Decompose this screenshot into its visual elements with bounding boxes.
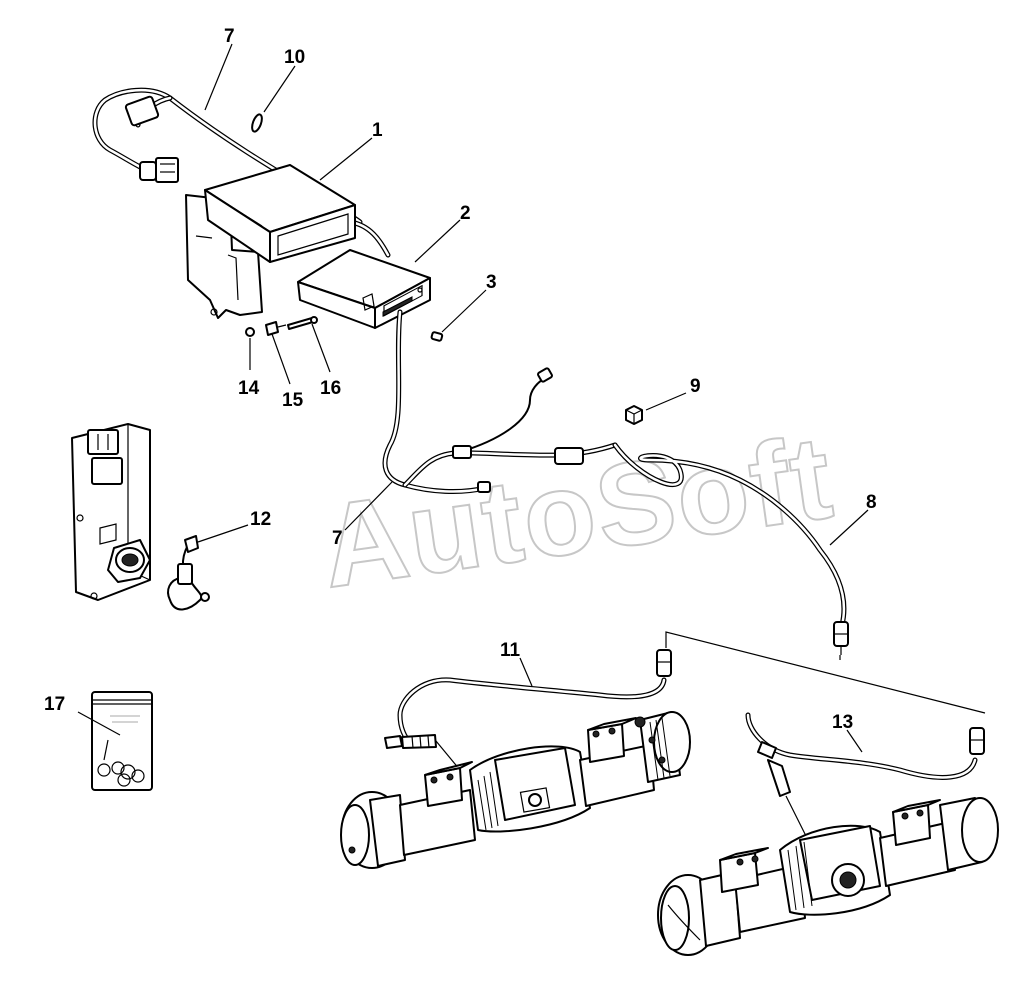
callout-10: 10 xyxy=(284,47,305,68)
part-1-housing-tray xyxy=(204,164,356,263)
callout-3: 3 xyxy=(486,272,497,293)
callout-16: 16 xyxy=(320,378,341,399)
part-8-sensor-cable xyxy=(612,442,849,655)
callout-9: 9 xyxy=(690,376,701,397)
rear-axle-assembly xyxy=(657,797,999,956)
part-17-parts-bag xyxy=(91,691,153,791)
split-reference-lines xyxy=(665,631,986,714)
leader-lines xyxy=(77,43,869,753)
callout-17: 17 xyxy=(44,694,65,715)
callout-14: 14 xyxy=(238,378,260,399)
part-10-seal-ring xyxy=(251,113,263,133)
callout-11: 11 xyxy=(500,640,521,661)
parts-14-16-fasteners xyxy=(245,316,318,337)
part-12-ground-cable xyxy=(167,535,210,611)
relay-panel-bracket xyxy=(71,423,151,601)
callout-7-upper: 7 xyxy=(224,26,235,47)
callout-2: 2 xyxy=(460,203,471,224)
callout-15: 15 xyxy=(282,390,304,411)
callout-13: 13 xyxy=(832,712,853,733)
part-13-rear-sensor-cable xyxy=(745,712,985,841)
part-2-tachograph-unit xyxy=(297,249,431,329)
callout-1: 1 xyxy=(372,120,383,141)
callout-12: 12 xyxy=(250,509,271,530)
part-3-pin xyxy=(430,331,444,342)
part-9-relay xyxy=(625,405,643,425)
part-7-lower-harness xyxy=(382,309,618,495)
callout-8: 8 xyxy=(866,492,877,513)
front-axle-assembly xyxy=(340,711,691,869)
part-11-front-sensor-cable xyxy=(384,649,672,771)
callout-labels: 1 2 3 7 7 8 9 10 11 12 13 14 15 16 17 xyxy=(44,26,877,733)
callout-7-lower: 7 xyxy=(332,528,343,549)
